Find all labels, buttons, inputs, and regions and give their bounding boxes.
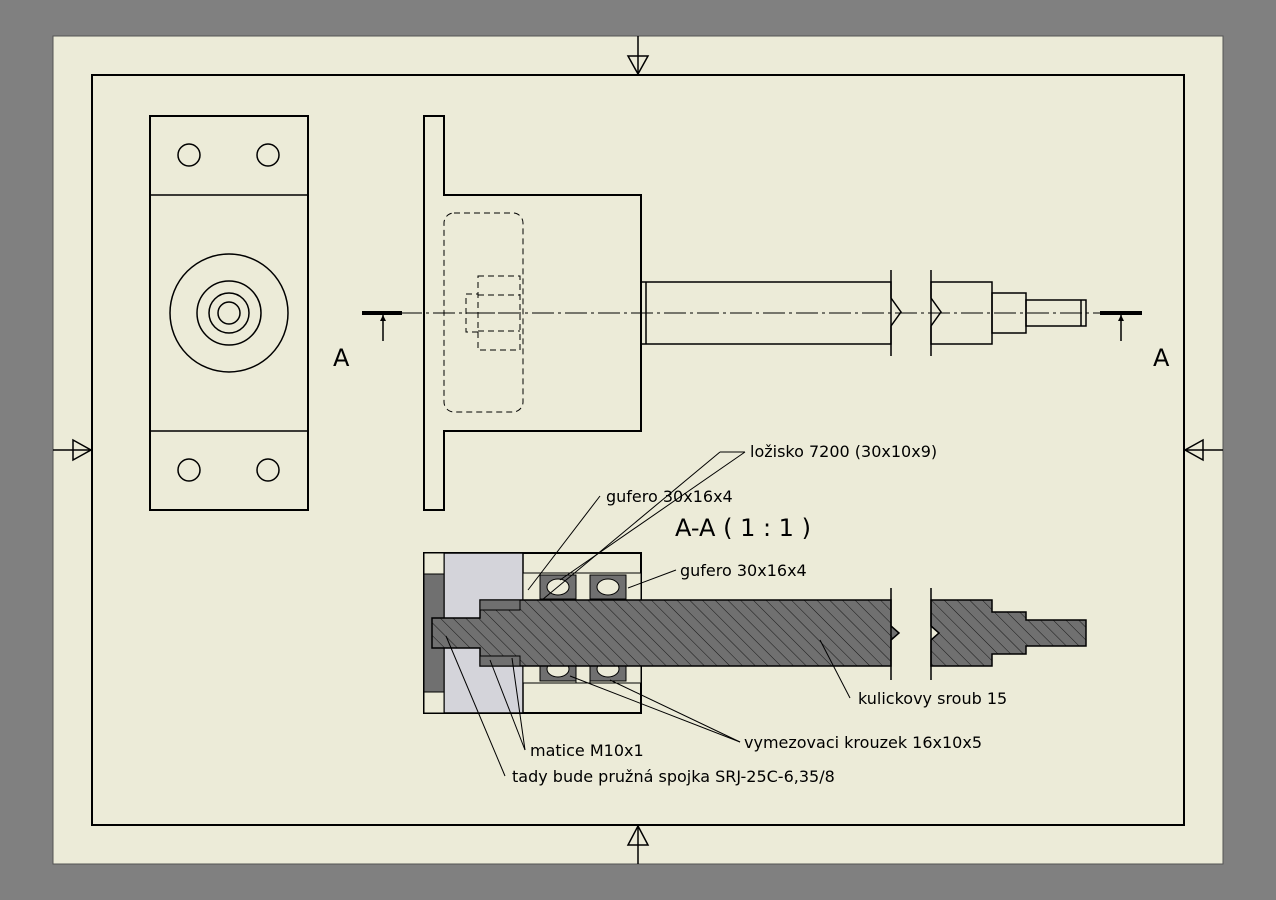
callout-spacer: vymezovaci krouzek 16x10x5	[744, 733, 982, 752]
leader-lines	[445, 451, 851, 777]
callout-seal-right: gufero 30x16x4	[680, 561, 807, 580]
callout-bearing: ložisko 7200 (30x10x9)	[750, 442, 937, 461]
callout-seal-left: gufero 30x16x4	[606, 487, 733, 506]
callout-coupling: tady bude pružná spojka SRJ-25C-6,35/8	[512, 767, 835, 786]
section-cut-marks	[362, 311, 1142, 341]
section-label-left: A	[333, 344, 350, 372]
drawing-sheet	[52, 35, 1224, 865]
centering-marks	[53, 36, 1223, 864]
side-view	[400, 115, 1105, 511]
callout-nut: matice M10x1	[530, 741, 644, 760]
section-view	[423, 552, 1087, 714]
callout-ball-screw: kulickovy sroub 15	[858, 689, 1007, 708]
section-title: A-A ( 1 : 1 )	[675, 514, 811, 542]
end-view	[149, 115, 309, 511]
section-label-right: A	[1153, 344, 1170, 372]
